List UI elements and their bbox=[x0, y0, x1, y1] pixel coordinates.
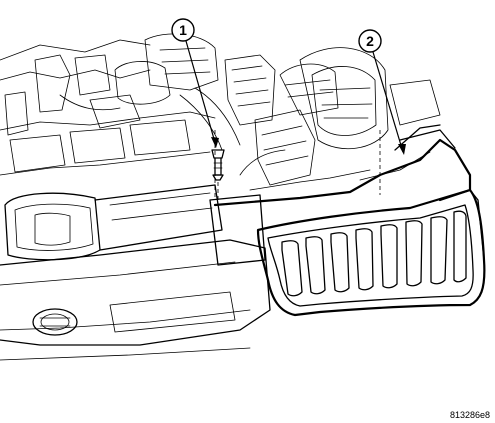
callout-2-leader bbox=[372, 51, 404, 153]
callout-1-number: 1 bbox=[179, 22, 187, 38]
bumper-fascia bbox=[0, 239, 271, 346]
callout-2-number: 2 bbox=[366, 33, 374, 49]
callout-1-leader bbox=[185, 40, 217, 147]
vehicle-front-fascia bbox=[0, 184, 271, 361]
callout-2-arrowhead bbox=[398, 144, 406, 155]
callout-1-arrowhead bbox=[211, 137, 219, 148]
callout-2-circle bbox=[358, 29, 382, 53]
callout-1: 1 bbox=[171, 18, 219, 148]
grille bbox=[213, 124, 486, 317]
retaining-clip bbox=[211, 149, 225, 205]
engine-bay bbox=[0, 33, 441, 200]
fog-lamp bbox=[32, 308, 78, 336]
figure-id: 813286e8 bbox=[450, 410, 490, 420]
grille-slots bbox=[281, 210, 467, 297]
callout-2: 2 bbox=[358, 29, 406, 155]
callout-1-circle bbox=[171, 18, 195, 42]
grille-frame bbox=[256, 188, 486, 317]
headlamp bbox=[4, 192, 101, 261]
